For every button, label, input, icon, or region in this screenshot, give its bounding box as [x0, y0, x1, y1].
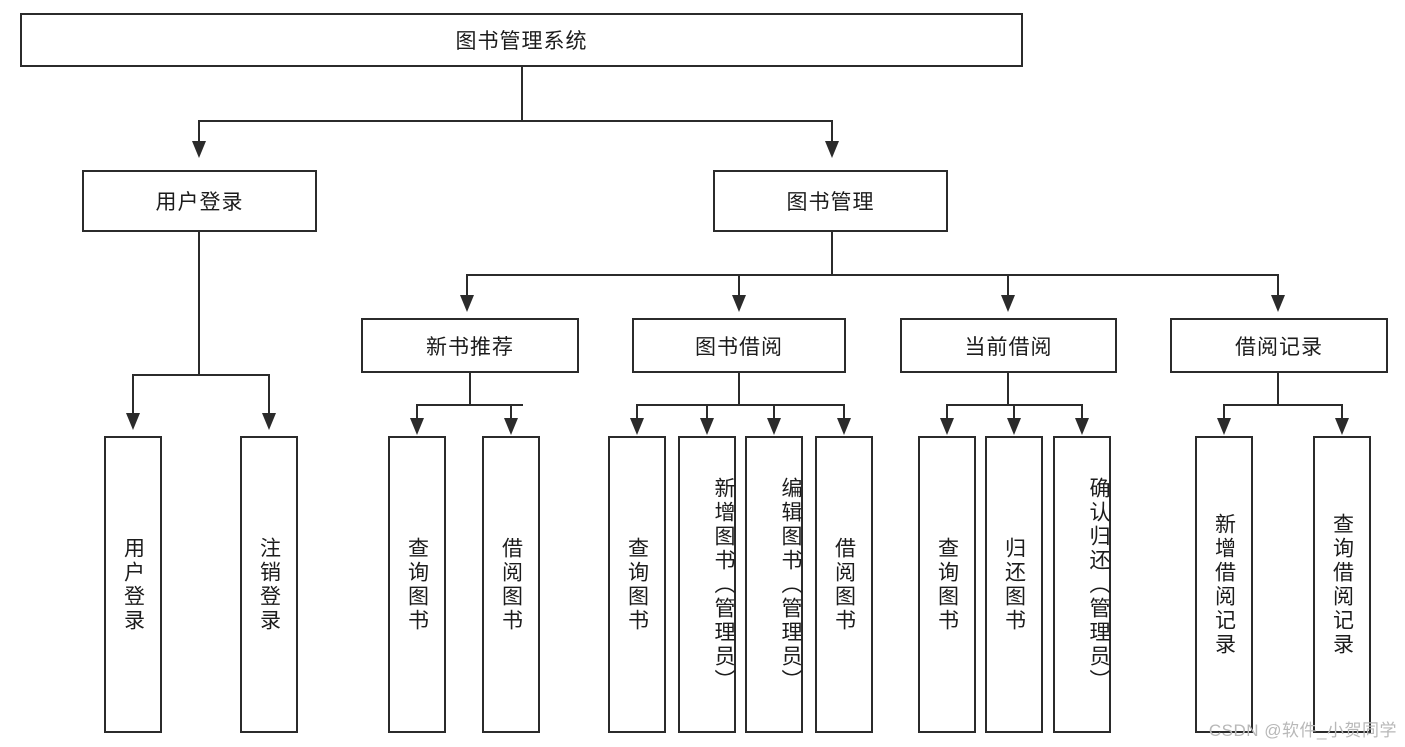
- edge-borrow-record-leaf-1: [1341, 404, 1343, 418]
- node-label: 注销登录: [257, 536, 281, 633]
- arrowhead-current-borrow-leaf-0: [940, 418, 954, 435]
- arrowhead-user-login: [192, 141, 206, 158]
- leaf-book-borrow-edit[interactable]: 编辑图书（管理员）: [745, 436, 803, 733]
- node-label: 新增图书（管理员）: [712, 476, 735, 693]
- node-book-borrow[interactable]: 图书借阅: [632, 318, 846, 373]
- edge-book-borrow-leaf-1: [706, 404, 708, 418]
- node-label: 归还图书: [1002, 536, 1026, 633]
- leaf-current-borrow-confirm-return[interactable]: 确认归还（管理员）: [1053, 436, 1111, 733]
- arrowhead-book-borrow-leaf-2: [767, 418, 781, 435]
- node-label: 查询图书: [625, 536, 649, 633]
- edge-user-login-leaf-0: [132, 374, 134, 414]
- edge-to-current-borrow: [1007, 274, 1009, 296]
- node-label: 借阅图书: [832, 536, 856, 633]
- node-new-book-recommend[interactable]: 新书推荐: [361, 318, 579, 373]
- edge-book-borrow-leaf-0: [636, 404, 638, 418]
- arrowhead-borrow-record-leaf-0: [1217, 418, 1231, 435]
- edge-to-borrow-record: [1277, 274, 1279, 296]
- edge-to-book-borrow: [738, 274, 740, 296]
- edge-new-book-bus: [416, 404, 523, 406]
- node-label: 用户登录: [155, 191, 244, 214]
- leaf-new-book-borrow[interactable]: 借阅图书: [482, 436, 540, 733]
- node-root-system[interactable]: 图书管理系统: [20, 13, 1023, 67]
- arrowhead-user-login-leaf-1: [262, 413, 276, 430]
- edge-book-borrow-bus: [636, 404, 844, 406]
- edge-new-book-leaf-0: [416, 404, 418, 418]
- arrowhead-borrow-record: [1271, 295, 1285, 312]
- arrowhead-book-borrow-leaf-3: [837, 418, 851, 435]
- edge-book-borrow-leaf-3: [843, 404, 845, 418]
- edge-level1-bus: [198, 120, 832, 122]
- node-label: 查询图书: [405, 536, 429, 633]
- edge-new-book-leaf-1: [510, 404, 512, 418]
- leaf-current-borrow-query[interactable]: 查询图书: [918, 436, 976, 733]
- leaf-new-book-query[interactable]: 查询图书: [388, 436, 446, 733]
- node-label: 当前借阅: [964, 335, 1053, 359]
- edge-root-stem: [521, 67, 523, 121]
- edge-to-book-manage: [831, 120, 833, 142]
- node-current-borrow[interactable]: 当前借阅: [900, 318, 1117, 373]
- edge-user-login-bus: [132, 374, 269, 376]
- leaf-user-login-logout[interactable]: 注销登录: [240, 436, 298, 733]
- node-label: 借阅图书: [499, 536, 523, 633]
- arrowhead-user-login-leaf-0: [126, 413, 140, 430]
- edge-level2-bus: [466, 274, 1279, 276]
- arrowhead-book-borrow-leaf-0: [630, 418, 644, 435]
- node-label: 新增借阅记录: [1212, 512, 1236, 657]
- arrowhead-book-borrow-leaf-1: [700, 418, 714, 435]
- leaf-book-borrow-query[interactable]: 查询图书: [608, 436, 666, 733]
- edge-user-login-leaf-1: [268, 374, 270, 414]
- node-label: 编辑图书（管理员）: [779, 476, 802, 693]
- arrowhead-current-borrow: [1001, 295, 1015, 312]
- node-label: 用户登录: [121, 536, 145, 633]
- arrowhead-current-borrow-leaf-1: [1007, 418, 1021, 435]
- edge-new-book-stem: [469, 373, 471, 405]
- arrowhead-book-borrow: [732, 295, 746, 312]
- edge-to-user-login: [198, 120, 200, 142]
- edge-borrow-record-leaf-0: [1223, 404, 1225, 418]
- arrowhead-current-borrow-leaf-2: [1075, 418, 1089, 435]
- arrowhead-new-book-leaf-1: [504, 418, 518, 435]
- edge-current-borrow-leaf-0: [946, 404, 948, 418]
- node-user-login[interactable]: 用户登录: [82, 170, 317, 232]
- edge-borrow-record-stem: [1277, 373, 1279, 405]
- leaf-book-borrow-borrow[interactable]: 借阅图书: [815, 436, 873, 733]
- leaf-borrow-record-add[interactable]: 新增借阅记录: [1195, 436, 1253, 733]
- edge-book-manage-stem: [831, 232, 833, 276]
- arrowhead-borrow-record-leaf-1: [1335, 418, 1349, 435]
- node-book-manage[interactable]: 图书管理: [713, 170, 948, 232]
- node-label: 图书借阅: [695, 335, 783, 359]
- leaf-borrow-record-query[interactable]: 查询借阅记录: [1313, 436, 1371, 733]
- csdn-watermark: CSDN @软件_小贺同学: [1208, 721, 1397, 740]
- node-label: 新书推荐: [426, 335, 514, 359]
- node-label: 图书管理: [786, 191, 875, 214]
- edge-current-borrow-leaf-2: [1081, 404, 1083, 418]
- arrowhead-book-manage: [825, 141, 839, 158]
- edge-book-borrow-stem: [738, 373, 740, 405]
- arrowhead-new-book: [460, 295, 474, 312]
- node-label: 图书管理系统: [455, 30, 588, 53]
- arrowhead-new-book-leaf-0: [410, 418, 424, 435]
- node-label: 查询图书: [935, 536, 959, 633]
- leaf-current-borrow-return[interactable]: 归还图书: [985, 436, 1043, 733]
- leaf-book-borrow-add[interactable]: 新增图书（管理员）: [678, 436, 736, 733]
- edge-user-login-stem: [198, 232, 200, 375]
- node-label: 借阅记录: [1235, 335, 1323, 359]
- edge-book-borrow-leaf-2: [773, 404, 775, 418]
- leaf-user-login-login[interactable]: 用户登录: [104, 436, 162, 733]
- edge-current-borrow-leaf-1: [1013, 404, 1015, 418]
- node-label: 确认归还（管理员）: [1087, 476, 1110, 693]
- node-label: 查询借阅记录: [1330, 512, 1354, 657]
- edge-current-borrow-stem: [1007, 373, 1009, 405]
- node-borrow-record[interactable]: 借阅记录: [1170, 318, 1388, 373]
- edge-to-new-book: [466, 274, 468, 296]
- edge-borrow-record-bus: [1223, 404, 1342, 406]
